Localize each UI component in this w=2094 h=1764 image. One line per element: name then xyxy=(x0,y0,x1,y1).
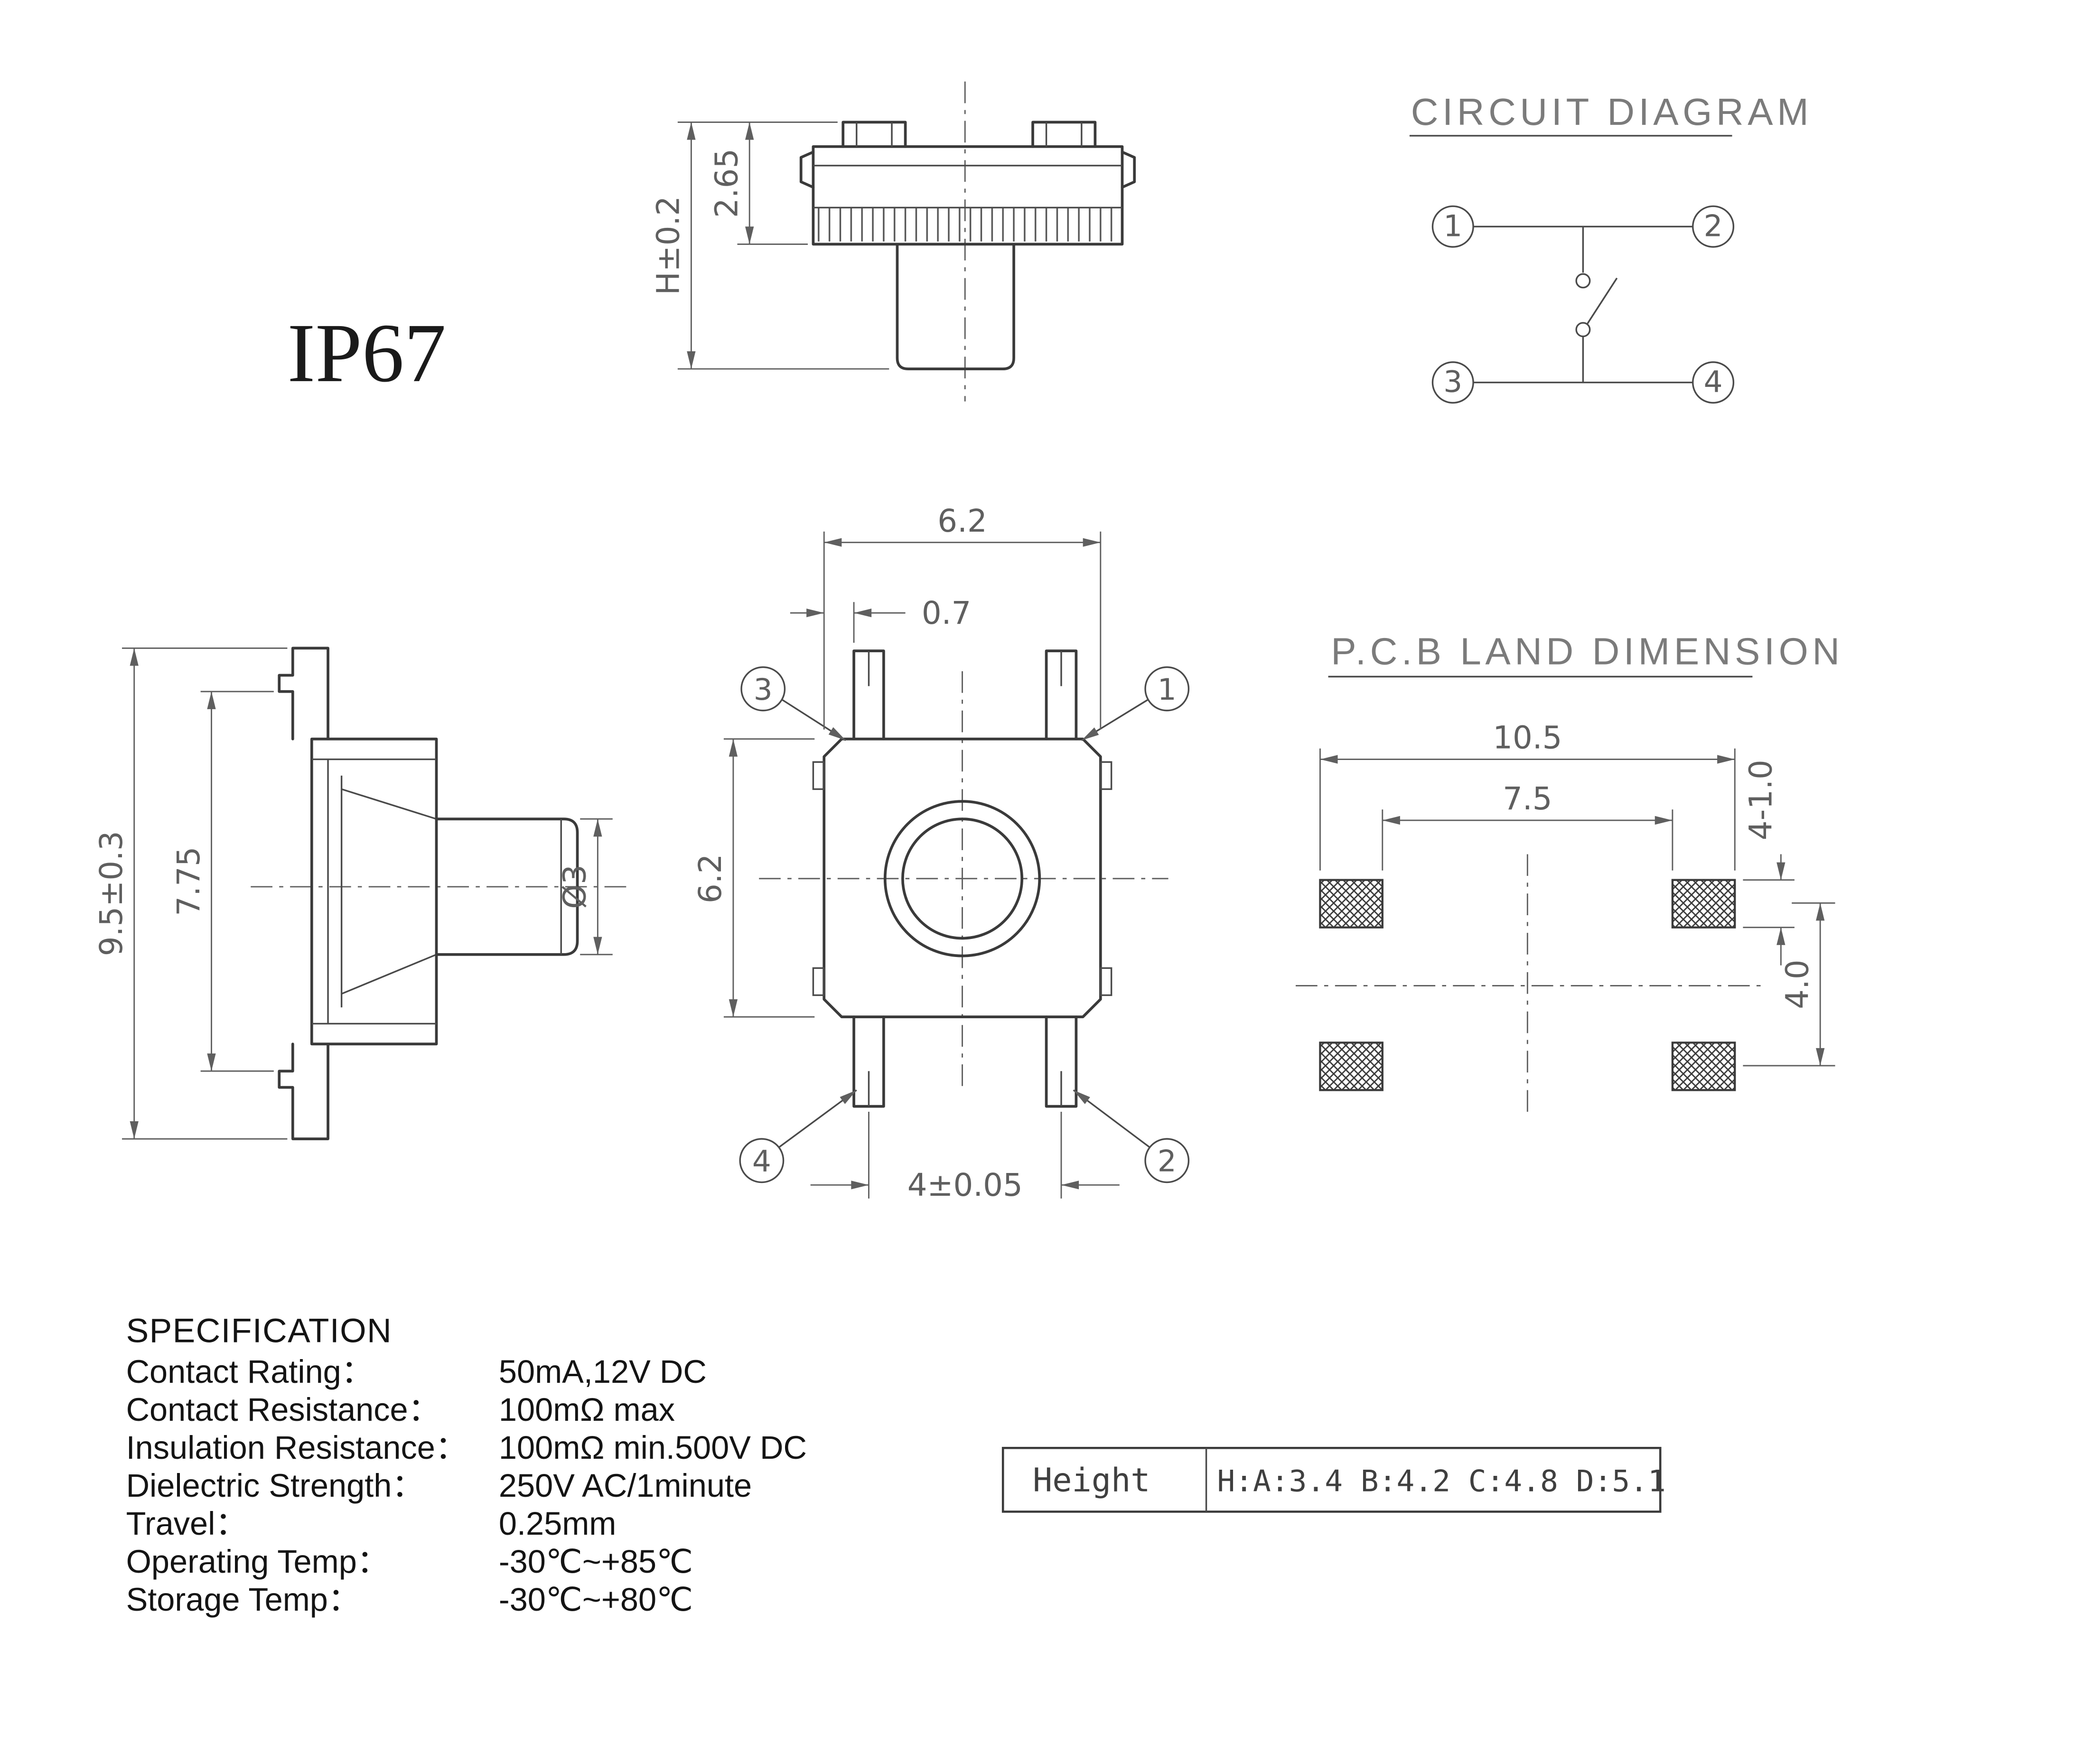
circuit-terminal-2: 2 xyxy=(1704,208,1723,243)
height-table: Height H:A:3.4 B:4.2 C:4.8 D:5.1 xyxy=(1001,1446,1666,1513)
pcb-pad-bottom-right xyxy=(1671,1042,1736,1091)
circuit-terminal-1: 1 xyxy=(1443,208,1462,243)
callout-terminal-3: 3 xyxy=(754,672,773,707)
dim-cover-height: 2.65 xyxy=(709,149,745,218)
dim-pcb-inner-width: 7.5 xyxy=(1503,781,1552,817)
front-view-dimensions: 2.65 H±0.2 xyxy=(651,121,889,370)
spec-label-operating-temp: Operating Temp： xyxy=(126,1543,390,1580)
spec-label-contact-resistance: Contact Resistance： xyxy=(126,1391,441,1428)
side-view-drawing xyxy=(251,647,630,1141)
spec-value-operating-temp: -30℃~+85℃ xyxy=(499,1543,693,1580)
spec-value-insulation-resistance: 100mΩ min.500V DC xyxy=(499,1429,807,1466)
top-view-dimensions: 6.2 0.7 6.2 4±0.05 xyxy=(692,503,1120,1203)
circuit-terminal-3: 3 xyxy=(1443,365,1462,399)
dim-pin-pitch: 4±0.05 xyxy=(907,1167,1023,1203)
dim-stem-diameter: Ø3 xyxy=(557,864,593,909)
dim-pcb-outer-width: 10.5 xyxy=(1493,720,1562,756)
pcb-pad-top-right xyxy=(1671,879,1736,929)
dim-pin-offset: 0.7 xyxy=(922,595,971,631)
dim-pcb-row-pitch: 4.0 xyxy=(1779,959,1815,1009)
dim-body-width: 6.2 xyxy=(937,503,987,539)
callout-terminal-4: 4 xyxy=(752,1144,771,1179)
top-view-drawing xyxy=(759,649,1169,1108)
ip-rating-label: IP67 xyxy=(287,307,446,400)
callout-terminal-1: 1 xyxy=(1158,672,1177,707)
spec-value-contact-resistance: 100mΩ max xyxy=(499,1391,675,1428)
height-table-value: H:A:3.4 B:4.2 C:4.8 D:5.1 xyxy=(1217,1464,1665,1499)
dim-inner-height: 7.75 xyxy=(171,846,207,916)
dim-overall-height: 9.5±0.3 xyxy=(93,831,130,956)
callout-terminal-2: 2 xyxy=(1158,1144,1177,1179)
side-view-dimensions: 9.5±0.3 7.75 Ø3 xyxy=(93,647,613,1140)
spec-value-travel: 0.25mm xyxy=(499,1505,617,1542)
spec-title: SPECIFICATION xyxy=(126,1312,393,1350)
spec-label-storage-temp: Storage Temp： xyxy=(126,1581,361,1618)
pcb-land-view: P.C.B LAND DIMENSION 10.5 7.5 4-1.0 4.0 xyxy=(1296,630,1843,1115)
dim-total-height: H±0.2 xyxy=(651,196,687,295)
circuit-diagram: CIRCUIT DIAGRAM 1 2 3 4 xyxy=(1409,91,1813,404)
spec-value-dielectric-strength: 250V AC/1minute xyxy=(499,1467,752,1504)
circuit-terminal-4: 4 xyxy=(1704,365,1723,399)
spec-value-contact-rating: 50mA,12V DC xyxy=(499,1353,707,1390)
circuit-diagram-title: CIRCUIT DIAGRAM xyxy=(1411,91,1813,133)
top-view-callouts: 3 1 4 2 xyxy=(739,666,1190,1183)
spec-label-dielectric-strength: Dielectric Strength： xyxy=(126,1467,424,1504)
dim-pcb-pad-size: 4-1.0 xyxy=(1743,760,1779,840)
pcb-pad-top-left xyxy=(1319,879,1384,929)
spec-label-contact-rating: Contact Rating： xyxy=(126,1353,374,1390)
height-table-label: Height xyxy=(1033,1462,1150,1500)
dim-body-height: 6.2 xyxy=(692,854,729,903)
specification-block: SPECIFICATION Contact Rating： 50mA,12V D… xyxy=(126,1312,807,1617)
pcb-pad-bottom-left xyxy=(1319,1042,1384,1091)
spec-label-travel: Travel： xyxy=(126,1505,248,1542)
spec-label-insulation-resistance: Insulation Resistance： xyxy=(126,1429,468,1466)
pcb-land-title: P.C.B LAND DIMENSION xyxy=(1331,630,1843,673)
spec-value-storage-temp: -30℃~+80℃ xyxy=(499,1581,693,1618)
front-view-drawing xyxy=(799,81,1136,402)
